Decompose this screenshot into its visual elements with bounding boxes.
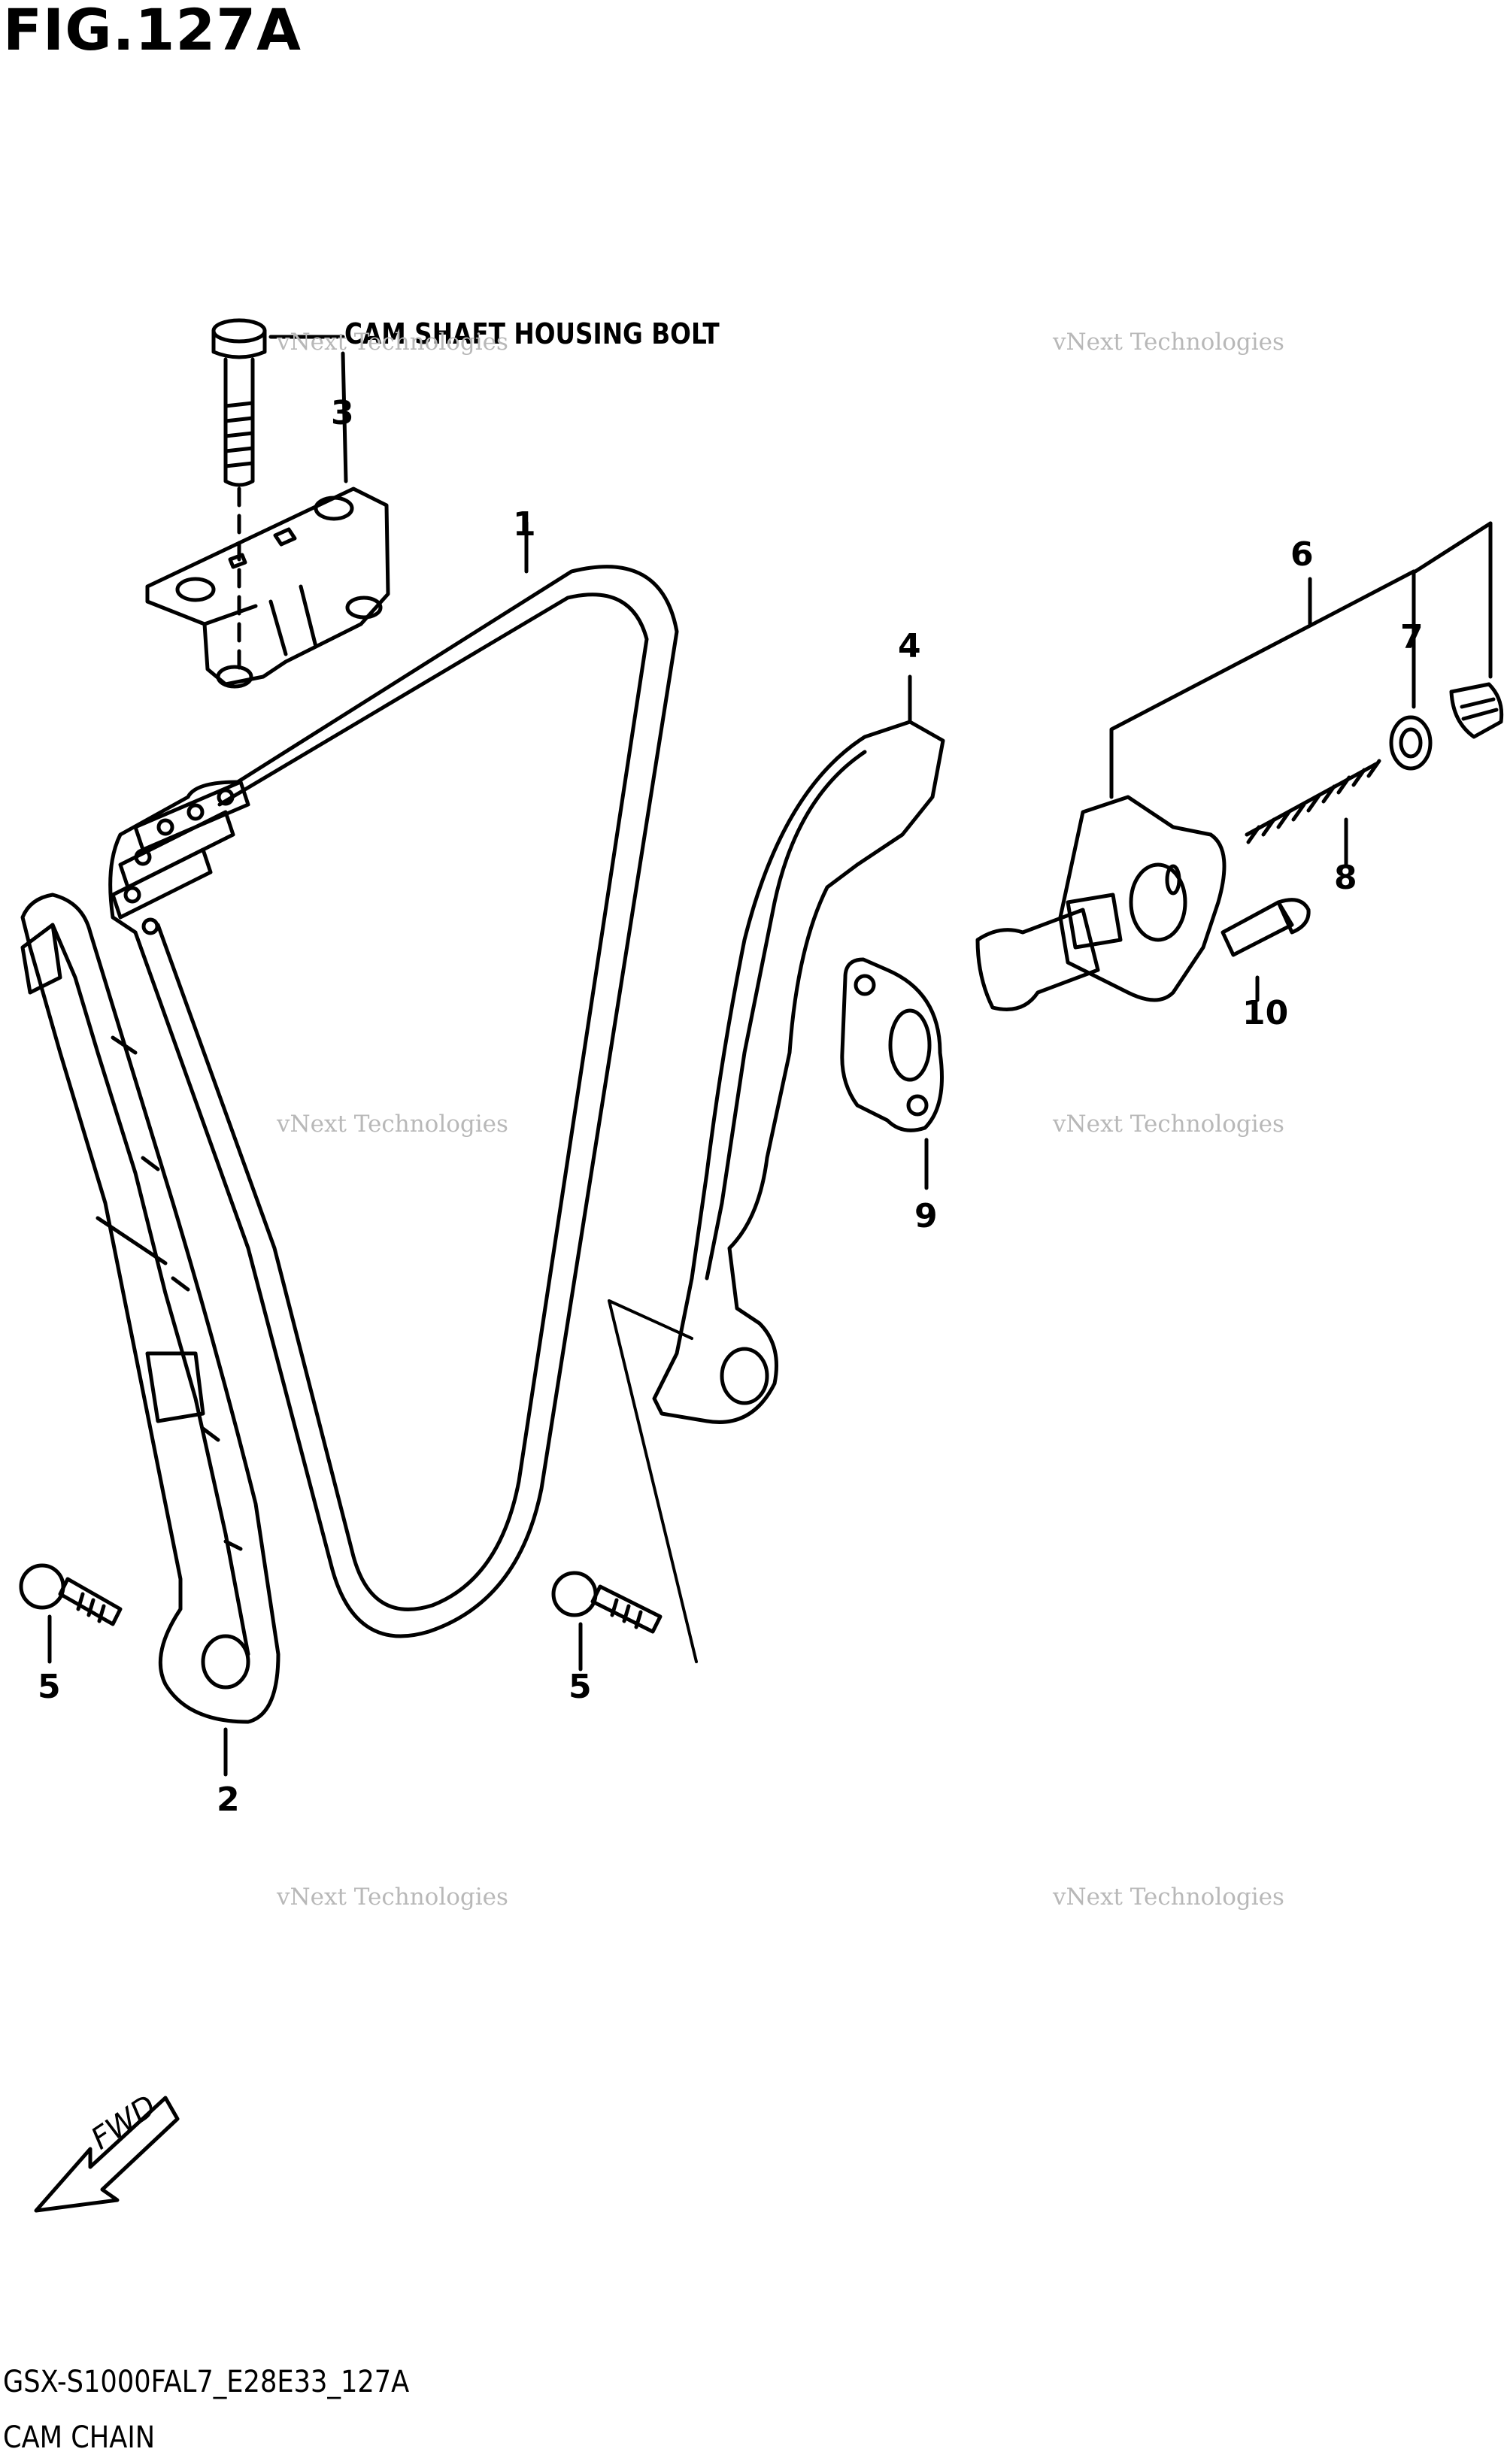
section-name: CAM CHAIN	[3, 2420, 156, 2455]
callout-3[interactable]: 3	[331, 394, 354, 432]
cam-chain-part	[108, 520, 679, 1638]
spring-part	[1245, 759, 1381, 867]
chain-guide-left-part	[20, 893, 280, 1777]
figure-title: FIG.127A	[3, 0, 302, 63]
callout-8[interactable]: 8	[1334, 859, 1357, 897]
model-code: GSX-S1000FAL7_E28E33_127A	[3, 2365, 410, 2399]
callout-2[interactable]: 2	[217, 1781, 240, 1819]
fwd-arrow	[34, 2096, 180, 2213]
chain-tensioner-arm-part	[652, 674, 945, 1424]
callout-5-right[interactable]: 5	[569, 1668, 592, 1706]
callout-6[interactable]: 6	[1290, 535, 1314, 574]
callout-5-left[interactable]: 5	[38, 1668, 61, 1706]
washer-part	[1389, 715, 1433, 771]
tensioner-body-part	[975, 521, 1493, 1011]
callout-10[interactable]: 10	[1242, 994, 1289, 1032]
callout-9[interactable]: 9	[914, 1197, 938, 1235]
cam-shaft-housing-part	[145, 486, 390, 689]
camshaft-housing-bolt-part	[211, 318, 348, 679]
gasket-part	[840, 957, 944, 1190]
callout-7[interactable]: 7	[1400, 618, 1424, 656]
callout-4[interactable]: 4	[898, 627, 921, 665]
guide-bolt-left-part	[19, 1563, 123, 1664]
note-label: CAM SHAFT HOUSING BOLT	[344, 317, 720, 350]
guide-bolt-right-part	[551, 1571, 663, 1671]
plug-bolt-part	[1449, 682, 1504, 739]
callout-1[interactable]: 1	[513, 505, 536, 544]
tensioner-bolt-part	[1220, 898, 1311, 1002]
